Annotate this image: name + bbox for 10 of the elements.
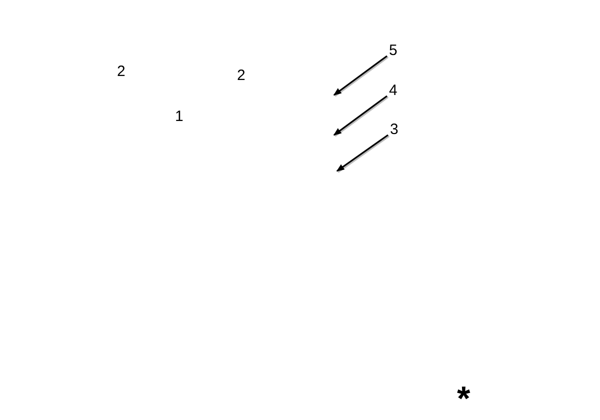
callout-number: 2 <box>237 67 246 84</box>
leader-arrow <box>333 55 389 97</box>
callout-number: 2 <box>117 63 126 80</box>
callout-number: 1 <box>175 108 184 125</box>
leader-arrow <box>333 95 389 137</box>
callout-number: 3 <box>390 121 400 138</box>
asterisk-mark: * <box>457 382 470 416</box>
callout-number: 5 <box>389 42 399 59</box>
callout-number: 4 <box>389 82 399 99</box>
leader-arrow <box>336 134 390 173</box>
